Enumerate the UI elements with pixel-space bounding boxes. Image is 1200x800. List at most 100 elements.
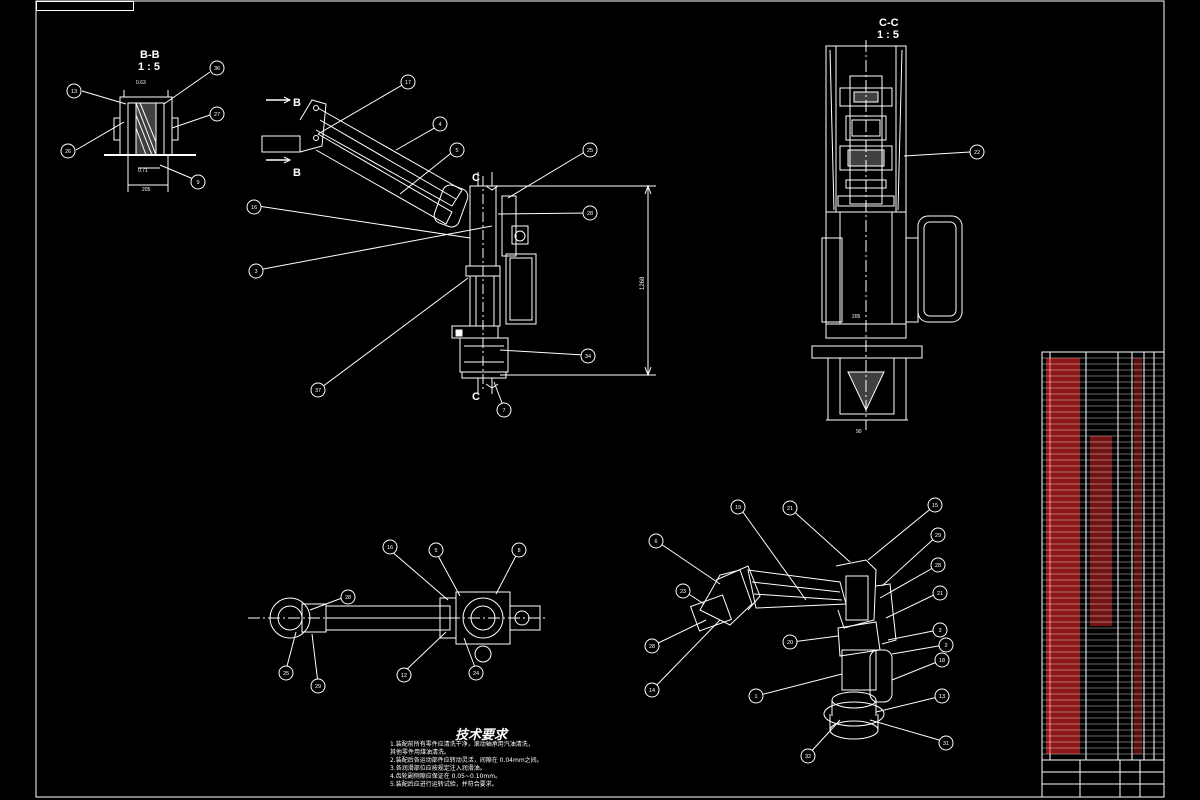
balloon-callout: 7 [496,402,512,418]
tech-req-line: 1.装配前所有零件应清洗干净，滚动轴承用汽油清洗， [390,741,534,748]
bb-scale: 1 : 5 [138,61,160,73]
balloon-callout: 29 [310,678,326,694]
bb-dim-mid: 0.71 [138,168,148,174]
balloon-circle [209,106,225,122]
balloon-circle [934,652,950,668]
bb-title: B-B [140,49,160,61]
balloon-callout: 24 [468,665,484,681]
balloon-number: 13 [939,694,945,700]
balloon-callout: 34 [580,348,596,364]
balloon-callout: 15 [927,497,943,513]
balloon-number: 18 [939,658,945,664]
balloon-circle [310,678,326,694]
balloon-circle [644,682,660,698]
balloon-callout: 1 [748,688,764,704]
balloon-number: 7 [502,408,505,414]
balloon-circle [400,74,416,90]
balloon-number: 36 [214,66,220,72]
balloon-circle [468,665,484,681]
view-iso [651,505,947,756]
cc-title: C-C [879,17,899,29]
balloon-circle [748,688,764,704]
balloon-circle [449,142,465,158]
balloon-number: 25 [587,148,593,154]
balloon-number: 8 [517,548,520,554]
balloon-number: 4 [438,122,441,128]
balloon-number: 5 [434,548,437,554]
balloon-number: 1 [754,694,757,700]
section-mark-c-top: C [472,172,480,184]
balloon-circle [675,583,691,599]
balloon-circle [496,402,512,418]
balloon-number: 3 [938,628,941,634]
balloon-circle [278,665,294,681]
balloon-callout: 14 [644,682,660,698]
balloon-callout: 8 [511,542,527,558]
balloon-callout: 17 [400,74,416,90]
balloon-callout: 32 [800,748,816,764]
bb-dim-top: 0.63 [136,80,146,86]
balloon-number: 32 [805,754,811,760]
balloon-callout: 21 [932,585,948,601]
balloon-number: 28 [649,644,655,650]
tech-req-line: 4.齿轮副侧隙应保证在 0.05~0.10mm。 [390,773,502,780]
balloon-circle [938,735,954,751]
view-bb: B-B 1 : 5 0.63 0.71 205 [75,49,211,193]
balloon-number: 28 [587,211,593,217]
balloon-circle [930,557,946,573]
balloon-circle [782,634,798,650]
view-cc: C-C 1 : 5 205 90 [811,17,971,435]
sheet-border [35,0,1165,798]
balloon-callout: 16 [246,199,262,215]
tech-req-line: 其他零件用煤油清洗。 [390,749,451,756]
balloon-callout: 6 [648,533,664,549]
balloon-callout: 16 [382,539,398,555]
balloon-callout: 28 [930,557,946,573]
balloon-number: 28 [345,595,351,601]
balloon-circle [511,542,527,558]
balloon-number: 3 [254,269,257,275]
balloon-circle [310,382,326,398]
section-mark-c-bottom: C [472,391,480,403]
balloon-circle [582,205,598,221]
balloon-circle [190,174,206,190]
balloon-circle [969,144,985,160]
balloon-number: 9 [196,180,199,186]
balloon-number: 6 [654,539,657,545]
balloon-circle [932,622,948,638]
balloon-circle [582,142,598,158]
balloon-circle [66,83,82,99]
section-mark-b-bottom: B [293,167,301,179]
tech-req-title: 技术要求 [455,728,508,743]
balloon-circle [382,539,398,555]
tech-req-line: 5.装配后应进行运转试验，并符合要求。 [390,781,498,788]
balloon-circle [340,589,356,605]
cc-dim-inner: 205 [852,314,861,320]
balloon-callout: 31 [938,735,954,751]
balloon-circle [209,60,225,76]
bb-dim-width: 205 [142,187,151,193]
balloon-circle [932,585,948,601]
balloon-callout: 3 [248,263,264,279]
balloon-circle [396,667,412,683]
balloon-circle [248,263,264,279]
balloon-number: 29 [935,533,941,539]
balloon-callout: 28 [644,638,660,654]
balloon-circle [428,542,444,558]
balloon-number: 20 [787,640,793,646]
balloon-circle [938,637,954,653]
balloon-number: 24 [473,671,479,677]
title-tag [36,1,134,11]
balloon-number: 34 [585,354,591,360]
balloon-number: 21 [787,506,793,512]
balloon-number: 16 [251,205,257,211]
balloon-callout: 18 [934,652,950,668]
balloon-callout: 29 [930,527,946,543]
balloon-callout: 23 [675,583,691,599]
balloon-number: 25 [283,671,289,677]
parts-list-rows [1042,357,1164,755]
view-plan [248,549,548,684]
balloon-circle [934,688,950,704]
balloon-circle [644,638,660,654]
balloon-number: 22 [974,150,980,156]
